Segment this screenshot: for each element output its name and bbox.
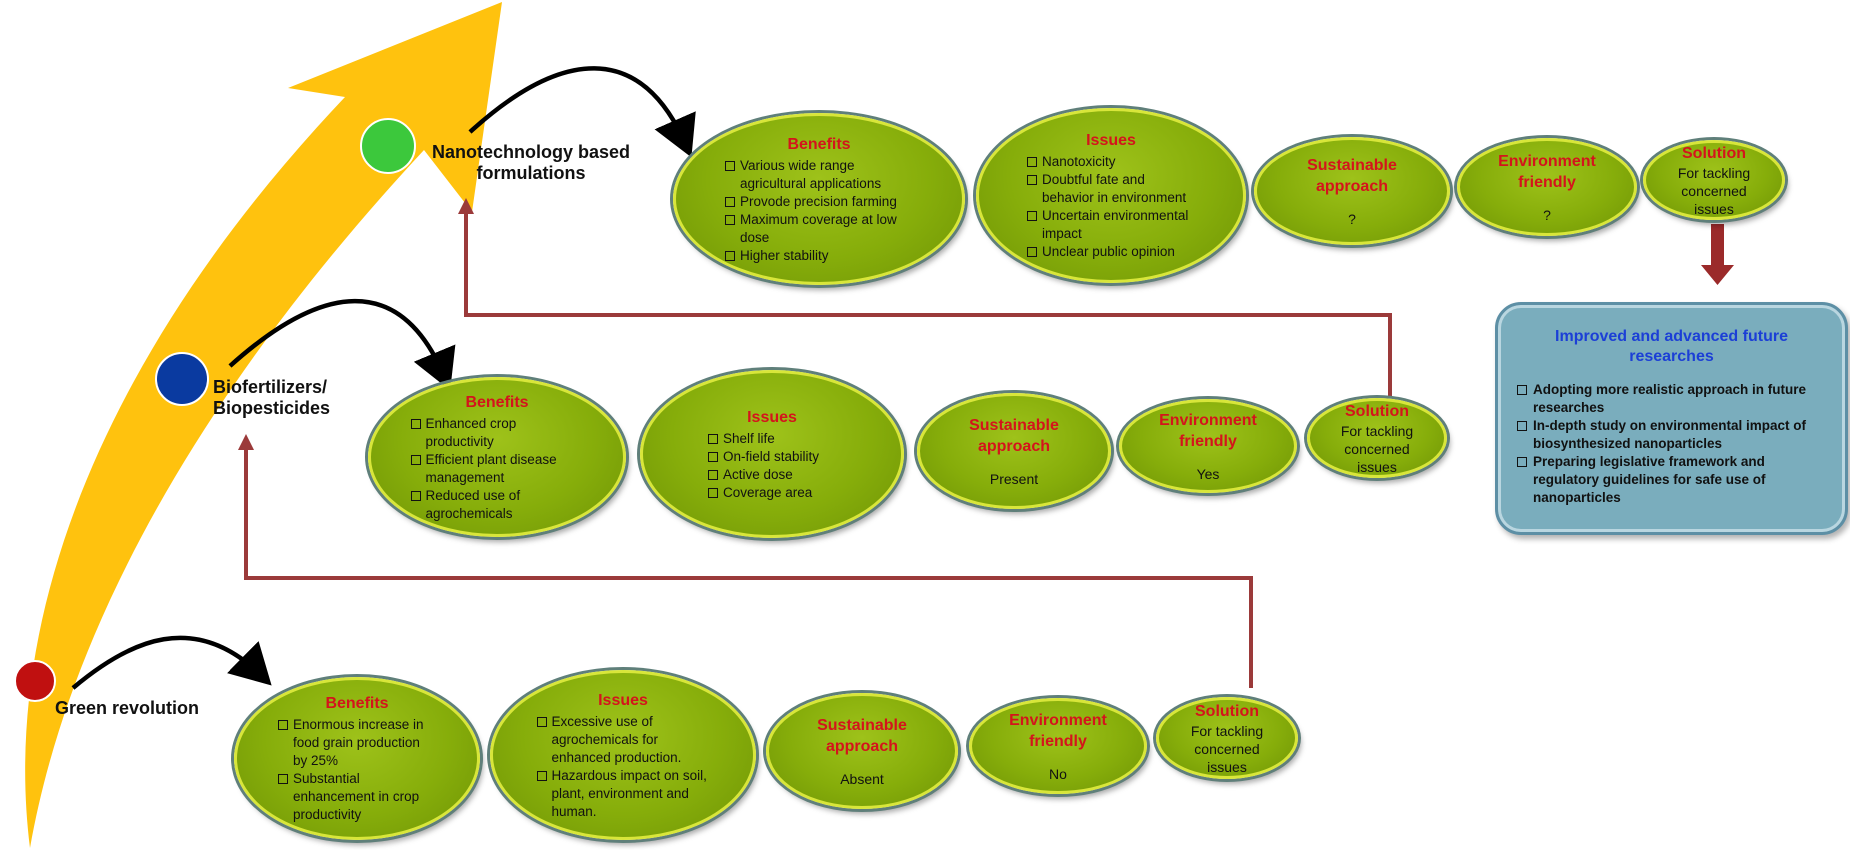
nano-issue-item: Doubtful fate and behavior in environmen… bbox=[1026, 171, 1196, 207]
nano-issues-list: Nanotoxicity Doubtful fate and behavior … bbox=[1026, 153, 1196, 261]
green-environment-title: Environment friendly bbox=[1009, 712, 1107, 750]
bio-benefit-item: Enhanced crop productivity bbox=[410, 415, 585, 451]
nano-sustainable-title: Sustainable approach bbox=[1307, 157, 1397, 195]
nano-benefit-item: Various wide range agricultural applicat… bbox=[724, 157, 914, 193]
nano-solution-text: For tackling concerned issues bbox=[1677, 164, 1751, 217]
green-benefit-item: Substantial enhancement in crop producti… bbox=[277, 770, 437, 824]
nano-issues-title: Issues bbox=[1086, 132, 1136, 149]
green-solution-ellipse: Solution For tackling concerned issues bbox=[1156, 697, 1298, 779]
bio-benefit-item: Reduced use of agrochemicals bbox=[410, 487, 585, 523]
green-solution-title: Solution bbox=[1195, 702, 1259, 720]
biofertilizers-label: Biofertilizers/ Biopesticides bbox=[213, 377, 330, 419]
biofertilizers-dot bbox=[155, 352, 209, 406]
nano-benefits-title: Benefits bbox=[787, 135, 851, 153]
green-environment-value: No bbox=[1049, 766, 1067, 782]
green-solution-connector bbox=[244, 448, 1253, 688]
green-benefits-title: Benefits bbox=[325, 695, 389, 712]
future-research-item: Adopting more realistic approach in futu… bbox=[1516, 381, 1827, 417]
green-solution-text: For tackling concerned issues bbox=[1190, 722, 1264, 775]
green-benefits-ellipse: Benefits Enormous increase in food grain… bbox=[234, 677, 480, 840]
bio-solution-text: For tackling concerned issues bbox=[1340, 422, 1414, 475]
green-issues-title: Issues bbox=[598, 691, 648, 709]
green-issue-item: Excessive use of agrochemicals for enhan… bbox=[536, 713, 711, 767]
nano-issue-item: Nanotoxicity bbox=[1026, 153, 1196, 171]
green-sustainable-value: Absent bbox=[840, 771, 884, 787]
nano-to-benefits-arrow bbox=[468, 66, 696, 158]
bio-benefits-list: Enhanced crop productivity Efficient pla… bbox=[410, 415, 585, 523]
biofertilizers-label-line2: Biopesticides bbox=[213, 398, 331, 418]
nano-benefits-ellipse: Benefits Various wide range agricultural… bbox=[673, 113, 965, 285]
nano-environment-title: Environment friendly bbox=[1498, 153, 1596, 191]
bio-issues-list: Shelf life On-field stability Active dos… bbox=[707, 430, 837, 502]
nano-benefit-item: Higher stability bbox=[724, 247, 914, 265]
green-sustainable-ellipse: Sustainable approach Absent bbox=[766, 693, 958, 809]
bio-issue-item: On-field stability bbox=[707, 448, 837, 466]
bio-sustainable-ellipse: Sustainable approach Present bbox=[917, 393, 1111, 509]
future-research-title: Improved and advanced future researches bbox=[1555, 328, 1788, 365]
bio-issue-item: Coverage area bbox=[707, 484, 837, 502]
bio-benefits-ellipse: Benefits Enhanced crop productivity Effi… bbox=[368, 377, 626, 537]
nano-benefit-item: Maximum coverage at low dose bbox=[724, 211, 914, 247]
nano-benefit-item: Provode precision farming bbox=[724, 193, 914, 211]
nano-issue-item: Unclear public opinion bbox=[1026, 243, 1196, 261]
biofertilizers-label-line1: Biofertilizers/ bbox=[213, 377, 328, 397]
bio-solution-title: Solution bbox=[1345, 402, 1409, 420]
green-benefits-list: Enormous increase in food grain producti… bbox=[277, 716, 437, 824]
nanotechnology-label-line2: formulations bbox=[476, 163, 586, 183]
nano-sustainable-ellipse: Sustainable approach ? bbox=[1254, 137, 1450, 245]
green-issues-ellipse: Issues Excessive use of agrochemicals fo… bbox=[490, 670, 756, 840]
green-sustainable-title: Sustainable approach bbox=[817, 717, 907, 755]
future-research-list: Adopting more realistic approach in futu… bbox=[1516, 381, 1827, 507]
bio-benefits-title: Benefits bbox=[465, 393, 529, 411]
green-revolution-dot bbox=[14, 660, 56, 702]
future-research-box: Improved and advanced future researches … bbox=[1495, 302, 1848, 535]
green-benefit-item: Enormous increase in food grain producti… bbox=[277, 716, 437, 770]
bio-issues-title: Issues bbox=[747, 408, 797, 426]
bio-sustainable-title: Sustainable approach bbox=[969, 417, 1059, 455]
nano-solution-ellipse: Solution For tackling concerned issues bbox=[1643, 140, 1785, 220]
bio-environment-ellipse: Environment friendly Yes bbox=[1119, 399, 1297, 493]
green-issues-list: Excessive use of agrochemicals for enhan… bbox=[536, 713, 711, 821]
bio-issue-item: Active dose bbox=[707, 466, 837, 484]
green-environment-ellipse: Environment friendly No bbox=[969, 698, 1147, 794]
nano-issues-ellipse: Issues Nanotoxicity Doubtful fate and be… bbox=[976, 108, 1246, 283]
nano-solution-title: Solution bbox=[1682, 144, 1746, 162]
bio-environment-title: Environment friendly bbox=[1159, 412, 1257, 450]
green-to-benefits-arrow bbox=[71, 635, 272, 690]
nano-sustainable-value: ? bbox=[1348, 211, 1356, 227]
down-arrow bbox=[1701, 224, 1734, 285]
nano-issue-item: Uncertain environmental impact bbox=[1026, 207, 1196, 243]
bio-to-benefits-arrow bbox=[228, 298, 456, 391]
nanotechnology-label-line1: Nanotechnology based bbox=[431, 142, 631, 162]
bio-issues-ellipse: Issues Shelf life On-field stability Act… bbox=[640, 370, 904, 538]
green-connector-arrowhead bbox=[238, 434, 254, 450]
bio-connector-arrowhead bbox=[458, 198, 474, 214]
green-issue-item: Hazardous impact on soil, plant, environ… bbox=[536, 767, 711, 821]
nano-environment-value: ? bbox=[1543, 207, 1551, 223]
bio-environment-value: Yes bbox=[1196, 466, 1220, 482]
bio-issue-item: Shelf life bbox=[707, 430, 837, 448]
bio-solution-ellipse: Solution For tackling concerned issues bbox=[1307, 398, 1447, 478]
nanotechnology-label: Nanotechnology based formulations bbox=[420, 142, 642, 184]
bio-sustainable-value: Present bbox=[989, 471, 1039, 487]
green-revolution-label: Green revolution bbox=[55, 698, 200, 718]
future-research-item: Preparing legislative framework and regu… bbox=[1516, 453, 1827, 507]
bio-solution-connector bbox=[464, 212, 1392, 396]
bio-benefit-item: Efficient plant disease management bbox=[410, 451, 585, 487]
nano-environment-ellipse: Environment friendly ? bbox=[1457, 138, 1637, 236]
progress-arrow bbox=[25, 2, 502, 848]
future-research-item: In-depth study on environmental impact o… bbox=[1516, 417, 1827, 453]
nano-benefits-list: Various wide range agricultural applicat… bbox=[724, 157, 914, 265]
nanotechnology-dot bbox=[360, 118, 416, 174]
